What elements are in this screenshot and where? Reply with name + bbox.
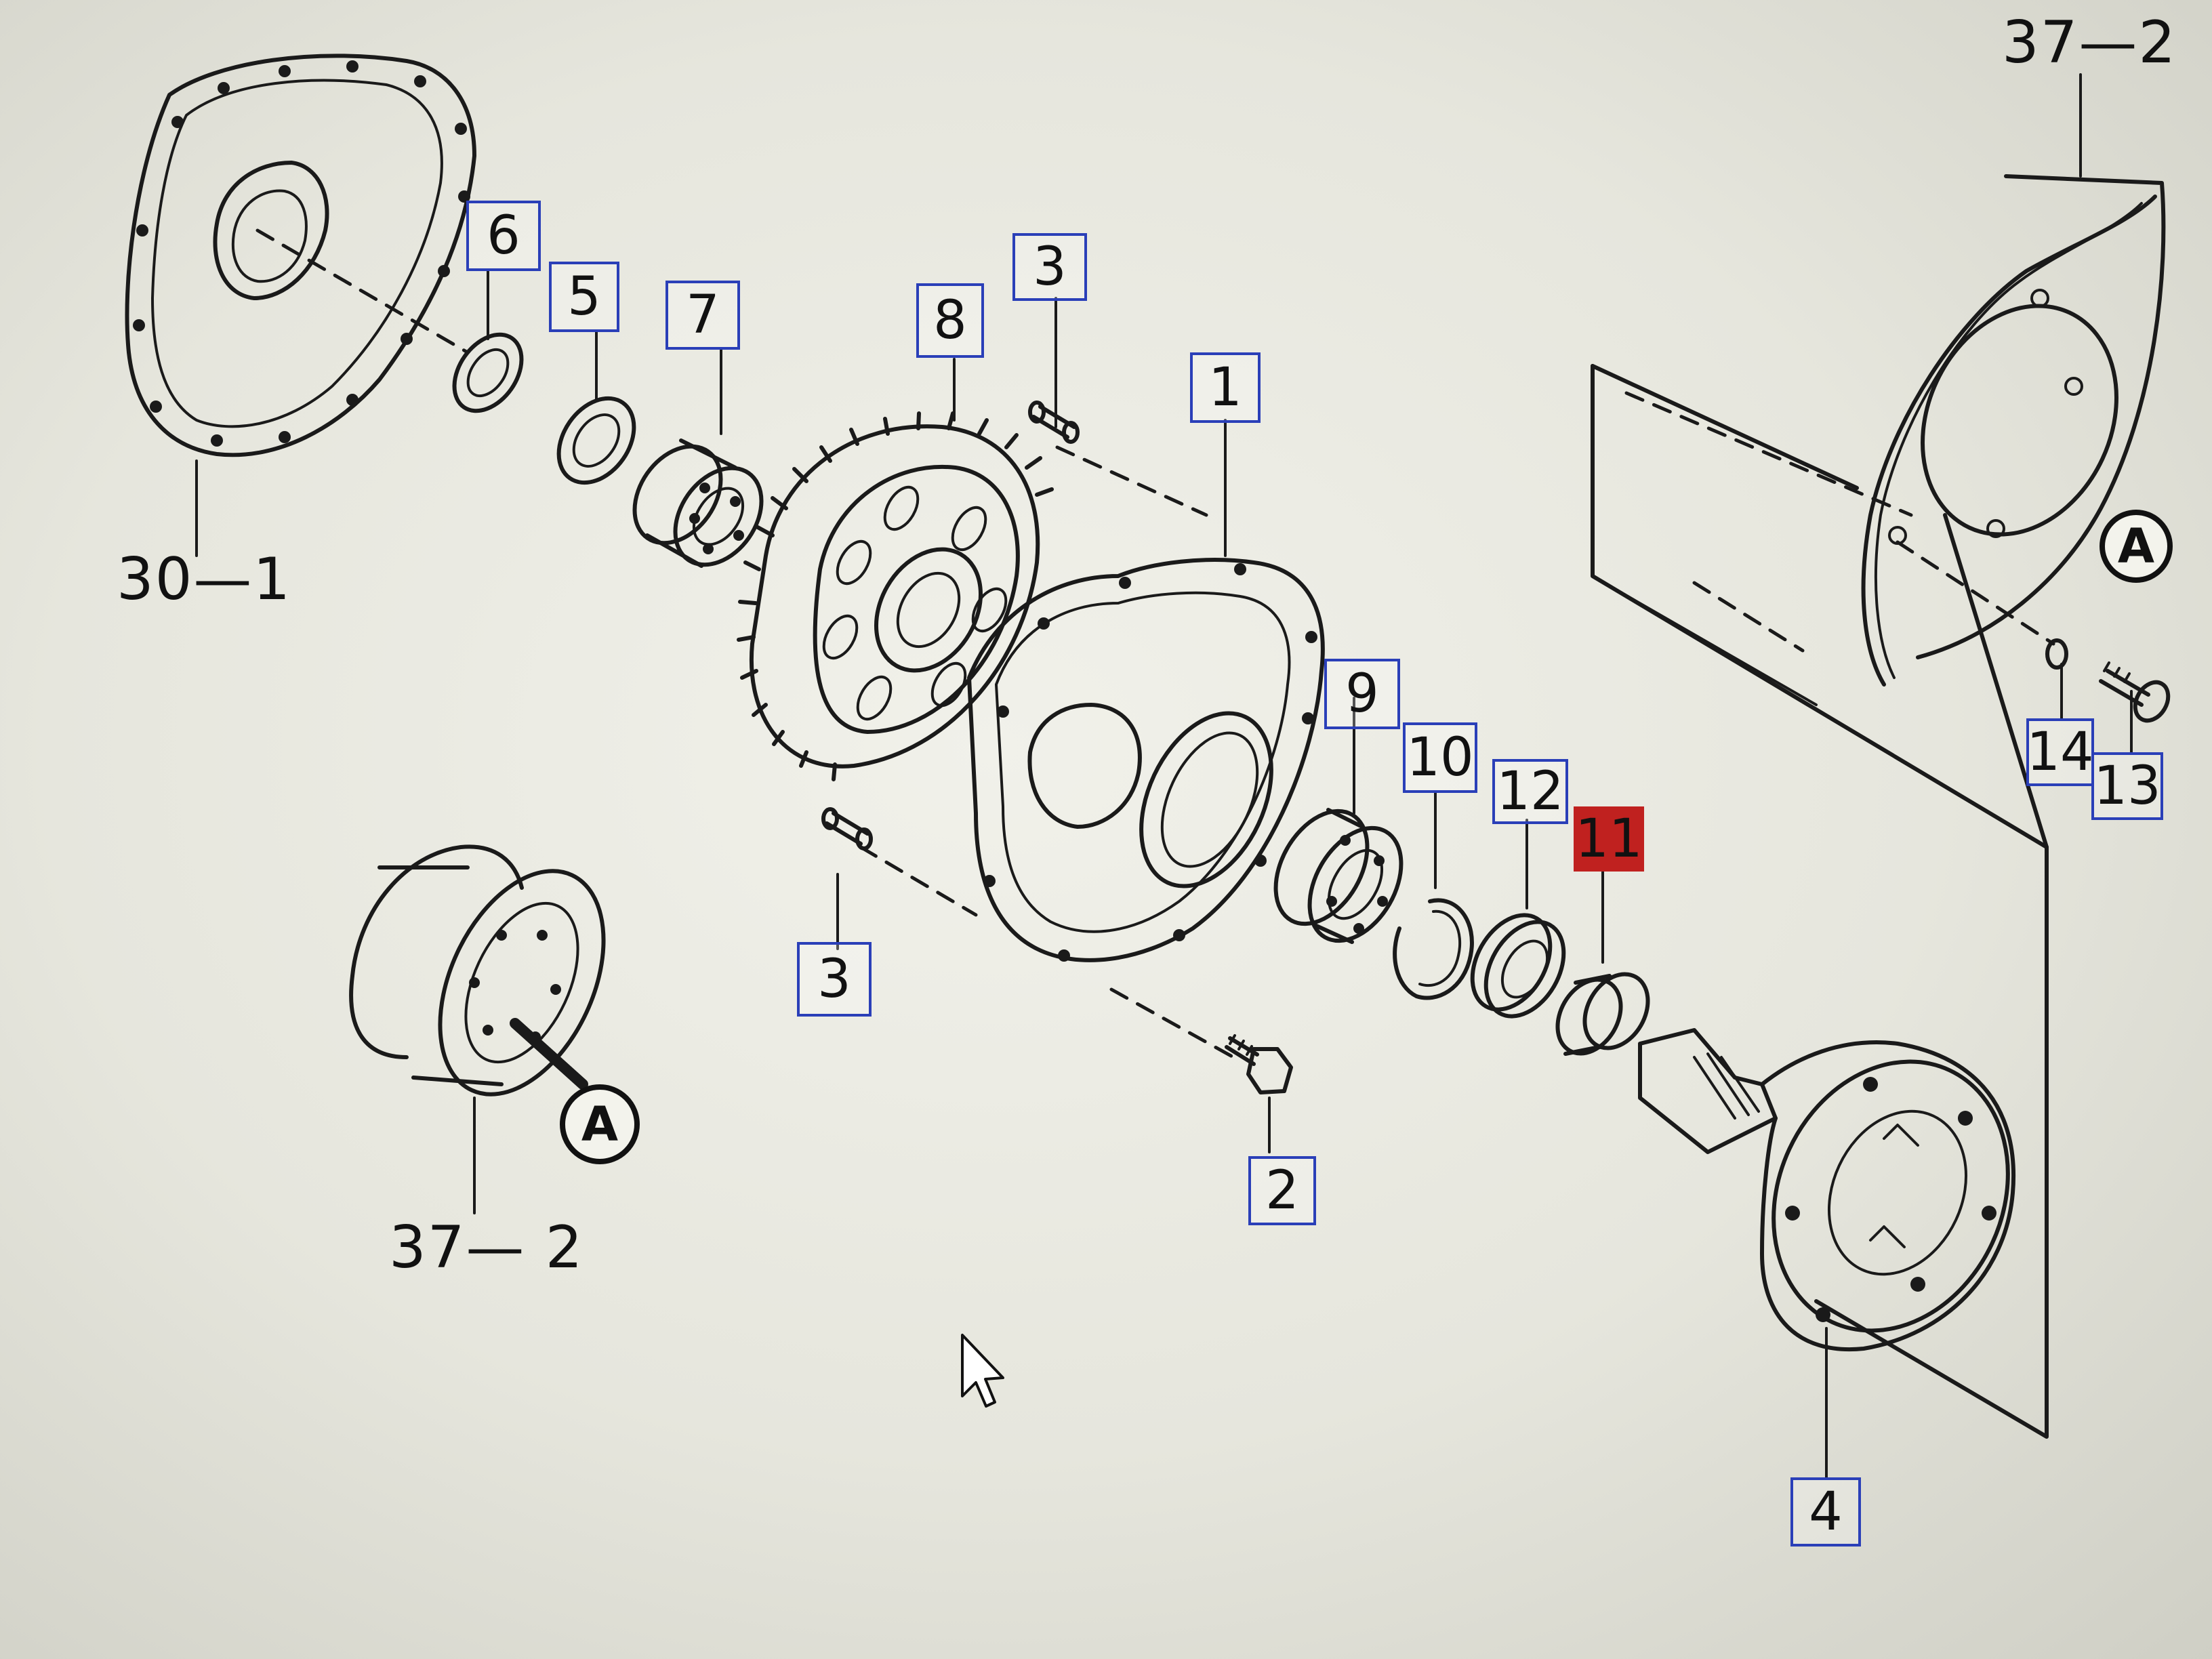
callout-part-6[interactable]: 6: [466, 201, 541, 271]
marker-a-left: A: [560, 1084, 640, 1164]
leader-lines: [195, 73, 2133, 1479]
reference-label-37-2-top-right: 37—2: [2002, 9, 2177, 77]
reference-label-30-1: 30—1: [117, 546, 292, 613]
callout-part-9[interactable]: 9: [1324, 659, 1400, 729]
part-9-bearing-drawing: [1273, 808, 1404, 944]
part-6-seal-drawing: [452, 332, 524, 413]
callout-part-13[interactable]: 13: [2091, 752, 2163, 820]
part-2-bolt-drawing: [1225, 1034, 1293, 1094]
callout-part-10[interactable]: 10: [1403, 722, 1477, 793]
part-12-oil-seal-drawing: [1470, 913, 1566, 1019]
callout-part-3-top[interactable]: 3: [1012, 233, 1087, 301]
callout-part-8[interactable]: 8: [916, 283, 984, 358]
callout-part-7[interactable]: 7: [665, 281, 740, 350]
hub-37-2-reference-panel-drawing: [1591, 174, 2171, 1439]
part-3-dowel-bottom-drawing: [821, 807, 873, 851]
callout-part-2[interactable]: 2: [1248, 1156, 1316, 1225]
callout-part-1[interactable]: 1: [1190, 352, 1261, 423]
part-3-dowel-top-drawing: [1028, 401, 1080, 444]
part-11-spacer-drawing: [1555, 972, 1650, 1056]
housing-30-1-drawing: [125, 54, 476, 457]
part-1-case-drawing: [967, 558, 1325, 962]
callout-part-11-highlighted[interactable]: 11: [1574, 806, 1644, 872]
callout-part-5[interactable]: 5: [549, 262, 619, 332]
reference-label-37-2-bottom-left: 37— 2: [389, 1214, 584, 1282]
callout-part-3-bottom[interactable]: 3: [797, 942, 872, 1017]
part-5-bearing-race-drawing: [556, 396, 636, 485]
part-10-snap-ring-drawing: [1393, 898, 1474, 1000]
mouse-cursor-icon: [961, 1334, 1004, 1408]
callout-part-4[interactable]: 4: [1790, 1477, 1861, 1547]
assembly-axis-lines: [255, 228, 2055, 1059]
part-7-bearing-drawing: [632, 438, 764, 568]
marker-a-right: A: [2100, 510, 2173, 583]
part-4-flange-drawing: [1638, 1028, 2015, 1352]
callout-part-12[interactable]: 12: [1492, 759, 1568, 824]
part-8-gear-drawing: [737, 411, 1054, 781]
callout-part-14[interactable]: 14: [2026, 718, 2094, 786]
hub-37-2-drawing: [349, 844, 606, 1097]
